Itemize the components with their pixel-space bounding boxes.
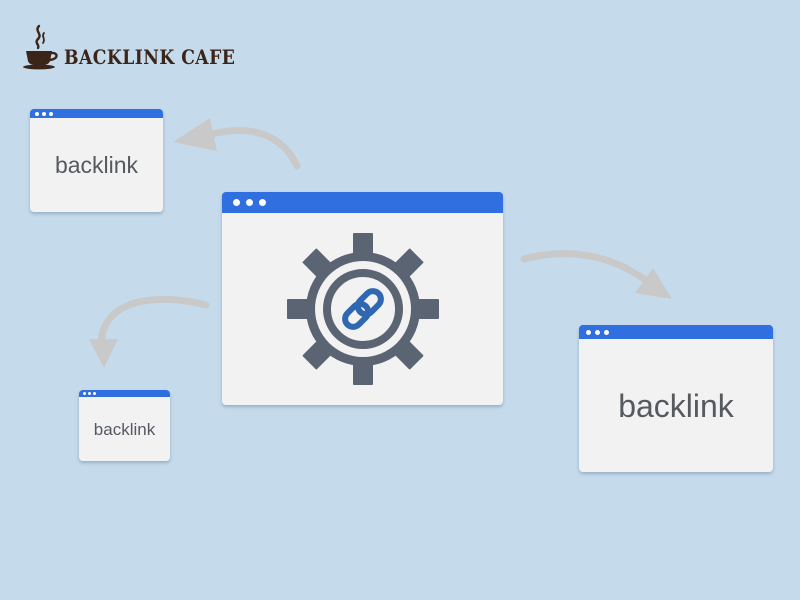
brand-name: BACKLINK CAFE bbox=[64, 45, 236, 69]
arrow-to-right-icon bbox=[520, 250, 672, 299]
window-dot-icon bbox=[93, 392, 96, 395]
backlink-label: backlink bbox=[54, 151, 139, 178]
arrow-to-top-left-icon bbox=[173, 118, 301, 170]
window-dot-icon bbox=[604, 329, 609, 335]
coffee-cup-icon bbox=[23, 24, 58, 70]
backlink-label: backlink bbox=[93, 419, 156, 439]
window-title-bar bbox=[30, 109, 163, 118]
window-dot-icon bbox=[595, 329, 600, 335]
window-bottom-left: backlink bbox=[79, 390, 170, 461]
arrow-to-bottom-left-icon bbox=[89, 295, 210, 368]
window-body: backlink bbox=[79, 397, 170, 461]
window-title-bar bbox=[222, 192, 503, 213]
window-body: backlink bbox=[579, 339, 773, 472]
window-dot-icon bbox=[586, 329, 591, 335]
window-dot-icon bbox=[246, 199, 253, 206]
backlink-label: backlink bbox=[618, 387, 734, 424]
window-dot-icon bbox=[88, 392, 91, 395]
window-dot-icon bbox=[233, 199, 240, 206]
gear-with-chain-link-icon bbox=[286, 233, 439, 385]
window-right: backlink bbox=[579, 325, 773, 472]
window-top-left: backlink bbox=[30, 109, 163, 212]
window-dot-icon bbox=[49, 111, 53, 116]
window-center bbox=[222, 192, 503, 405]
brand-logo: BACKLINK CAFE bbox=[22, 24, 263, 70]
window-dot-icon bbox=[35, 111, 39, 116]
chain-link-icon bbox=[341, 288, 384, 330]
window-title-bar bbox=[79, 390, 170, 397]
window-body bbox=[222, 213, 503, 405]
window-title-bar bbox=[579, 325, 773, 339]
window-body: backlink bbox=[30, 118, 163, 212]
window-dot-icon bbox=[259, 199, 266, 206]
window-dot-icon bbox=[42, 111, 46, 116]
window-dot-icon bbox=[83, 392, 86, 395]
